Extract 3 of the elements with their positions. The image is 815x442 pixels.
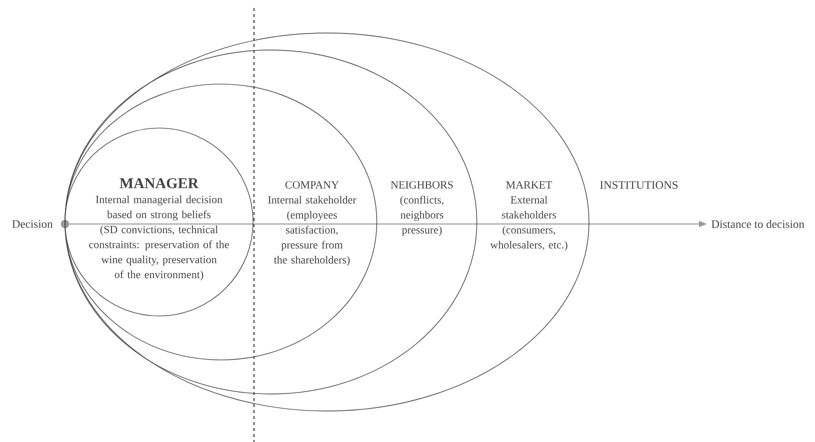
axis-label: Decision: [12, 220, 53, 228]
ring-label: INSTITUTIONS: [600, 181, 678, 189]
axis-label: Distance to decision: [712, 220, 804, 228]
